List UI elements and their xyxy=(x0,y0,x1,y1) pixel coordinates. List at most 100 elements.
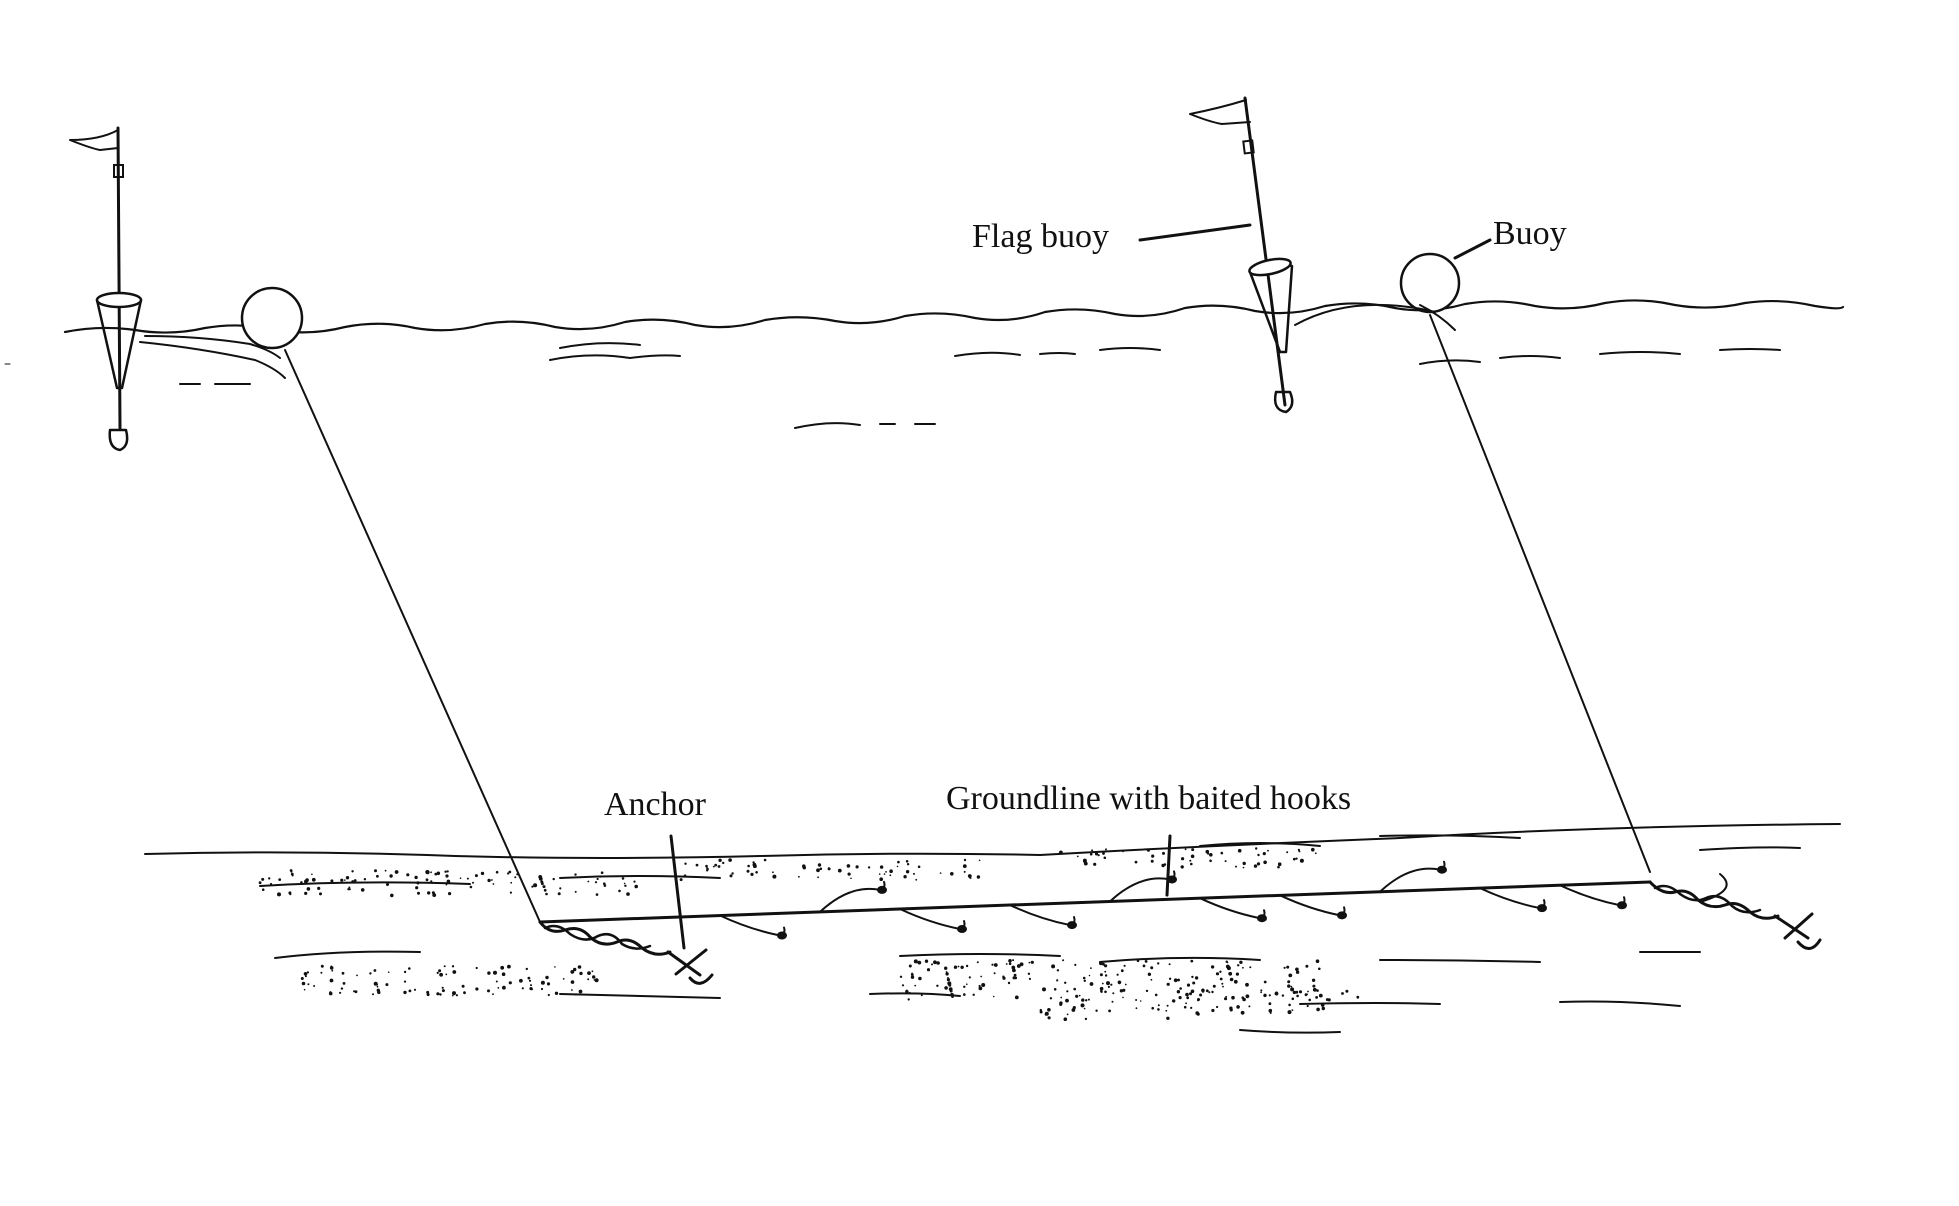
sediment-dot xyxy=(320,964,324,968)
sediment-dot xyxy=(978,986,983,991)
sediment-dot xyxy=(1286,965,1290,969)
bait xyxy=(1257,914,1267,923)
sediment-dot xyxy=(1189,992,1192,996)
sediment-dot xyxy=(406,873,410,877)
sediment-dot xyxy=(1318,993,1323,998)
bait xyxy=(1167,875,1177,884)
sediment-dot xyxy=(819,867,823,871)
sediment-dot xyxy=(1257,853,1260,857)
sediment-dot xyxy=(600,871,604,874)
sediment-dot xyxy=(913,872,915,875)
sediment-dot xyxy=(1002,975,1005,978)
sediment-dot xyxy=(455,994,458,997)
sediment-dot xyxy=(342,982,346,985)
sediment-dot xyxy=(1298,850,1301,853)
sediment-dot xyxy=(554,991,559,995)
sediment-dot xyxy=(351,880,355,883)
sediment-dot xyxy=(304,975,307,978)
sediment-dot xyxy=(1166,1016,1170,1020)
sediment-dot xyxy=(1291,997,1295,1001)
sediment-dot xyxy=(1105,848,1107,851)
sediment-dot xyxy=(953,965,958,969)
sediment-dot xyxy=(436,971,439,975)
sediment-dot xyxy=(1268,994,1271,997)
sediment-dot xyxy=(1315,959,1320,963)
sediment-dot xyxy=(448,892,452,896)
sediment-dot xyxy=(1154,993,1158,997)
sediment-dot xyxy=(626,892,630,896)
sediment-dot xyxy=(1181,857,1185,861)
sediment-dot xyxy=(936,961,940,965)
sediment-dot xyxy=(339,991,342,994)
sediment-dot xyxy=(1111,1000,1114,1003)
sediment-dot xyxy=(593,979,596,981)
sediment-dot xyxy=(507,964,511,969)
sediment-dot xyxy=(1296,994,1299,998)
sediment-dot xyxy=(502,985,506,990)
sediment-dot xyxy=(573,967,577,972)
sediment-dot xyxy=(1135,999,1138,1001)
buoy-left xyxy=(139,286,304,379)
sediment-dot xyxy=(394,870,399,874)
sediment-dot xyxy=(1147,972,1152,976)
sediment-dot xyxy=(855,865,859,869)
sediment-dot xyxy=(353,879,357,882)
sediment-dot xyxy=(1078,994,1081,997)
sediment-dot xyxy=(750,872,754,877)
sediment-dot xyxy=(1286,851,1289,854)
sediment-dot xyxy=(918,976,922,981)
sediment-dot xyxy=(1013,973,1017,977)
sediment-dot xyxy=(559,887,562,890)
sediment-dot xyxy=(1150,978,1153,981)
sediment-dot xyxy=(403,980,407,983)
sediment-dot xyxy=(931,963,933,966)
sediment-dot xyxy=(1268,1002,1272,1006)
sediment-dot xyxy=(546,982,551,986)
sediment-dot xyxy=(1185,992,1189,997)
sediment-dot xyxy=(1315,996,1318,999)
sediment-dot xyxy=(729,874,733,878)
sediment-dot xyxy=(889,874,892,877)
sediment-dot xyxy=(492,883,495,885)
sediment-dot xyxy=(963,985,966,988)
sediment-dot xyxy=(896,865,899,868)
sediment-dot xyxy=(313,985,316,987)
sediment-dot xyxy=(1260,989,1263,992)
anchor-label: Anchor xyxy=(604,786,706,823)
sediment-dot xyxy=(972,993,975,996)
sediment-dot xyxy=(562,978,565,980)
sediment-dot xyxy=(978,859,981,862)
sediment-dot xyxy=(1242,966,1244,969)
sediment-dot xyxy=(1209,859,1212,863)
sediment-dot xyxy=(913,959,918,964)
sediment-dot xyxy=(1304,993,1308,997)
sediment-dot xyxy=(1062,959,1065,962)
sediment-dot xyxy=(915,878,918,881)
sediment-dot xyxy=(507,872,510,875)
sediment-dot xyxy=(445,973,448,976)
sediment-dot xyxy=(1219,977,1223,981)
sediment-dot xyxy=(1263,993,1267,998)
hook-snood xyxy=(719,914,786,937)
sediment-dot xyxy=(574,873,577,876)
sediment-dot xyxy=(1059,1002,1063,1006)
sediment-dot xyxy=(963,993,966,996)
sediment-dot xyxy=(1090,967,1092,969)
flag-buoy-left xyxy=(69,126,143,452)
anchor-right xyxy=(1648,880,1822,950)
sediment-dot xyxy=(487,971,491,975)
sediment-dot xyxy=(452,970,457,974)
sediment-dot xyxy=(1007,981,1011,985)
sediment-dot xyxy=(1180,865,1184,869)
buoy-right xyxy=(1294,252,1461,331)
sediment-dot xyxy=(1165,1009,1168,1012)
sediment-dot xyxy=(1116,973,1119,976)
sediment-dot xyxy=(991,963,994,966)
sediment-dot xyxy=(542,885,546,889)
sediment-dot xyxy=(1012,976,1016,980)
seabed-stipple xyxy=(258,847,1360,1021)
sediment-dot xyxy=(1205,989,1209,993)
sediment-dot xyxy=(1225,960,1228,963)
sediment-dot xyxy=(403,990,407,995)
